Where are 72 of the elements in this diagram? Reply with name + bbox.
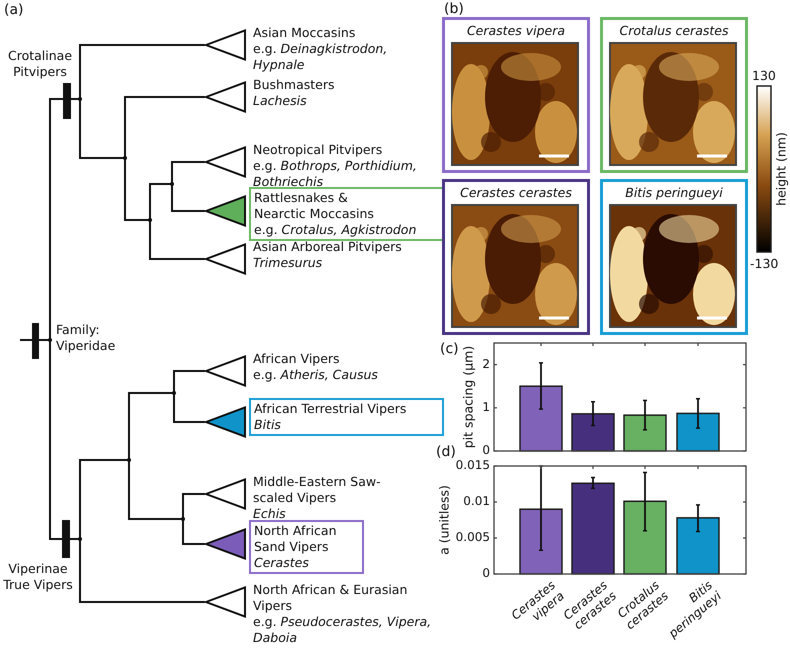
tick-label: 0.005 [456,530,490,544]
tree-branch [124,96,205,158]
tree-branch [79,99,125,159]
panel-title: Cerastes vipera [466,23,566,38]
genus-examples: e.g. Atheris, Causus [253,367,379,383]
colorbar-title: height (nm) [774,132,788,206]
axis-title: pit spacing (µm) [460,346,476,448]
tick-label: 0.01 [463,494,490,508]
tree-branch [173,370,205,393]
panel-letter: (d) [436,444,456,460]
clade-name: African Terrestrial Vipers [254,401,408,417]
clade-name: African Vipers [253,351,341,367]
axis-title: a (unitless) [436,485,452,555]
clade-name: North African Sand Vipers [254,523,338,555]
genus-name: Cerastes [254,555,310,571]
genus-examples: e.g. Pseudocerastes, Vipera, Daboia [253,614,432,646]
tree-branch [171,184,205,212]
image-panel [442,179,590,335]
tick-label: 0 [482,443,490,457]
tick-label: 1 [482,400,490,414]
tick-label: 0 [482,566,490,580]
scale-min-label: -130 [750,256,778,271]
tree-branch [173,393,205,423]
tree-branch [182,493,205,519]
genus-name: Bitis [254,417,282,433]
branch-point [123,156,127,160]
panel-title: Crotalus cerastes [618,23,730,38]
tree-branch [79,44,205,99]
genus-name: Echis [253,506,287,522]
image-panel [442,17,590,173]
tree-branch [128,460,183,520]
genus-examples: e.g. Crotalus, Agkistrodon [254,222,418,238]
tick-label: 2 [482,356,490,371]
genus-examples: e.g. Deinagkistrodon, Hypnale [253,41,388,73]
clade-group-label: Crotalinae Pitvipers [6,48,74,80]
branch-point [48,338,52,342]
tree-branch [149,220,205,260]
genus-examples: e.g. Bothrops, Porthidium, Bothriechis [253,158,418,190]
panel-title: Bitis peringueyi [624,185,724,200]
clade-group-label: Viperinae True Vipers [2,561,74,593]
tree-branch [128,392,174,460]
clade-name: Asian Arboreal Pitvipers [253,239,403,255]
tree-branch [182,519,205,545]
tree-branch [49,340,80,540]
tree-branch [124,158,150,221]
panel-letter: (a) [4,2,24,18]
clade-group-label: Family: Viperidae [56,322,116,354]
clade-name: Asian Moccasins [253,25,356,41]
tree-branch [171,161,205,184]
tick-label: 0.015 [456,458,490,472]
image-panel [600,179,748,335]
panel-letter: (c) [440,341,459,357]
genus-name: Lachesis [253,93,308,109]
tree-branch [149,183,172,220]
clade-name: Middle-Eastern Saw-scaled Vipers [253,474,382,506]
branch-point [148,218,152,222]
tree-branch [79,539,205,603]
genus-name: Trimesurus [253,255,324,271]
scale-max-label: 130 [752,68,776,83]
tree-branch [49,98,80,340]
branch-point [172,391,176,395]
branch-point [170,182,174,186]
panel-letter: (b) [444,1,464,17]
branch-point [78,97,82,101]
panel-title: Cerastes cerastes [459,185,573,200]
branch-point [127,458,131,462]
branch-point [181,517,185,521]
branch-point [78,537,82,541]
image-panel [600,17,748,173]
clade-name: Bushmasters [253,77,336,93]
tree-branch [79,459,129,539]
clade-name: Neotropical Pitvipers [253,142,384,158]
